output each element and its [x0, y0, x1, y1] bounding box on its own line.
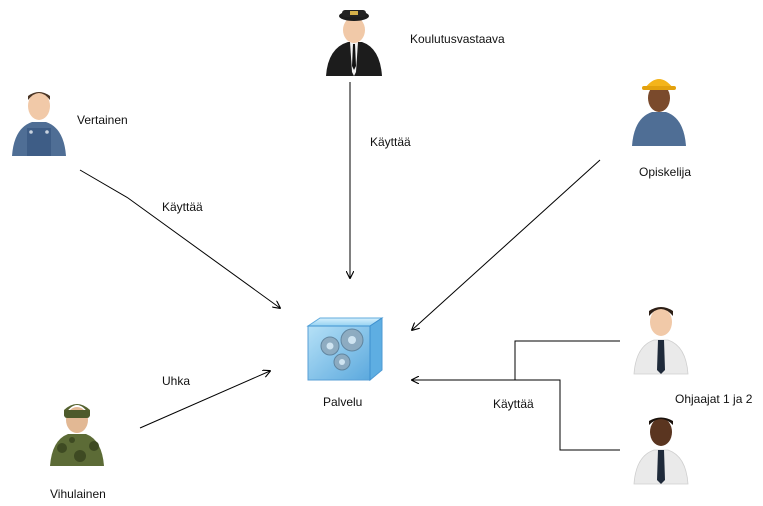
vihulainen-label: Vihulainen: [50, 487, 106, 501]
edge-ohjaaja-1-to-palvelu: [412, 340, 620, 380]
edge-vertainen-to-palvelu: [79, 169, 280, 308]
ohjaajat-label: Ohjaajat 1 ja 2: [675, 392, 753, 406]
vertainen-icon: [12, 92, 66, 156]
service-cube-icon: [306, 317, 384, 382]
vihulainen-icon: [50, 404, 104, 466]
ohjaaja-2-icon: [633, 417, 689, 485]
edge-vihulainen-to-palvelu: [139, 371, 270, 429]
koulutusvastaava-label: Koulutusvastaava: [410, 32, 505, 46]
palvelu-label: Palvelu: [323, 395, 363, 409]
connectors: [79, 82, 620, 451]
ohjaaja-1-icon: [633, 307, 689, 375]
edge-ohjaaja-2-to-palvelu: [515, 379, 620, 451]
edge-label-vertainen: Käyttää: [162, 200, 203, 214]
edge-opiskelija-to-palvelu: [412, 159, 601, 330]
edge-label-koulutusvastaava: Käyttää: [370, 135, 411, 149]
edge-label-ohjaajat: Käyttää: [493, 397, 534, 411]
opiskelija-icon: [632, 79, 686, 146]
opiskelija-label: Opiskelija: [639, 165, 692, 179]
edge-label-vihulainen: Uhka: [162, 374, 191, 388]
vertainen-label: Vertainen: [77, 113, 128, 127]
koulutusvastaava-icon: [326, 10, 382, 76]
